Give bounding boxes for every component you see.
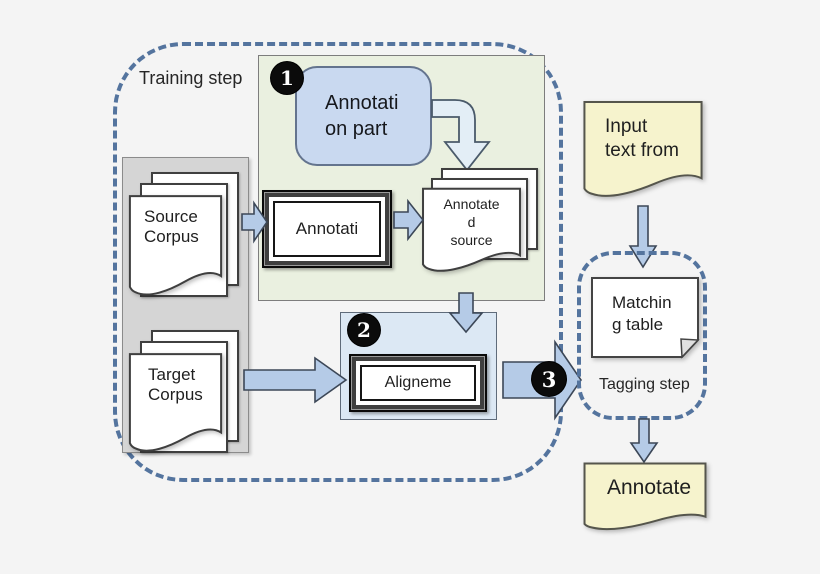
target-corpus-label: Target Corpus bbox=[148, 365, 203, 405]
source-corpus-doc bbox=[128, 194, 223, 302]
arrow-source-to-annotation-icon bbox=[241, 200, 268, 244]
target-corpus-doc bbox=[128, 352, 223, 458]
alignment-tool-label: Aligneme bbox=[360, 365, 476, 401]
step-2-badge: 2 bbox=[348, 314, 380, 346]
arrow-target-to-alignment-icon bbox=[243, 356, 348, 404]
training-step-region bbox=[113, 42, 563, 482]
input-text-label: Input text from bbox=[605, 116, 679, 161]
arrow-tagging-to-output-icon bbox=[629, 418, 659, 464]
annotation-tool-box: Annotati bbox=[262, 190, 392, 268]
tagging-step-label: Tagging step bbox=[599, 376, 690, 393]
alignment-tool-box: Aligneme bbox=[349, 354, 487, 412]
input-text-doc bbox=[582, 100, 704, 203]
step-1-badge: 1 bbox=[271, 62, 303, 94]
arrow-annotated-to-alignment-icon bbox=[448, 292, 484, 334]
source-corpus-label: Source Corpus bbox=[144, 207, 199, 247]
matching-table-label: Matchin g table bbox=[612, 293, 672, 335]
annotation-part-node: Annotati on part bbox=[295, 66, 432, 166]
annotated-output-label: Annotate bbox=[607, 476, 692, 499]
step-3-badge: 3 bbox=[532, 362, 566, 396]
annotated-source-label: Annotate d source bbox=[443, 196, 500, 249]
arrow-annotation-to-docs-icon bbox=[393, 198, 425, 242]
annotated-output-doc bbox=[582, 462, 708, 534]
training-step-label: Training step bbox=[139, 68, 243, 88]
tagging-step-region bbox=[577, 251, 707, 420]
matching-table-doc bbox=[591, 277, 700, 359]
annotated-source-doc bbox=[421, 187, 522, 277]
annotation-tool-label: Annotati bbox=[273, 201, 381, 257]
elbow-arrow-icon bbox=[431, 99, 491, 172]
